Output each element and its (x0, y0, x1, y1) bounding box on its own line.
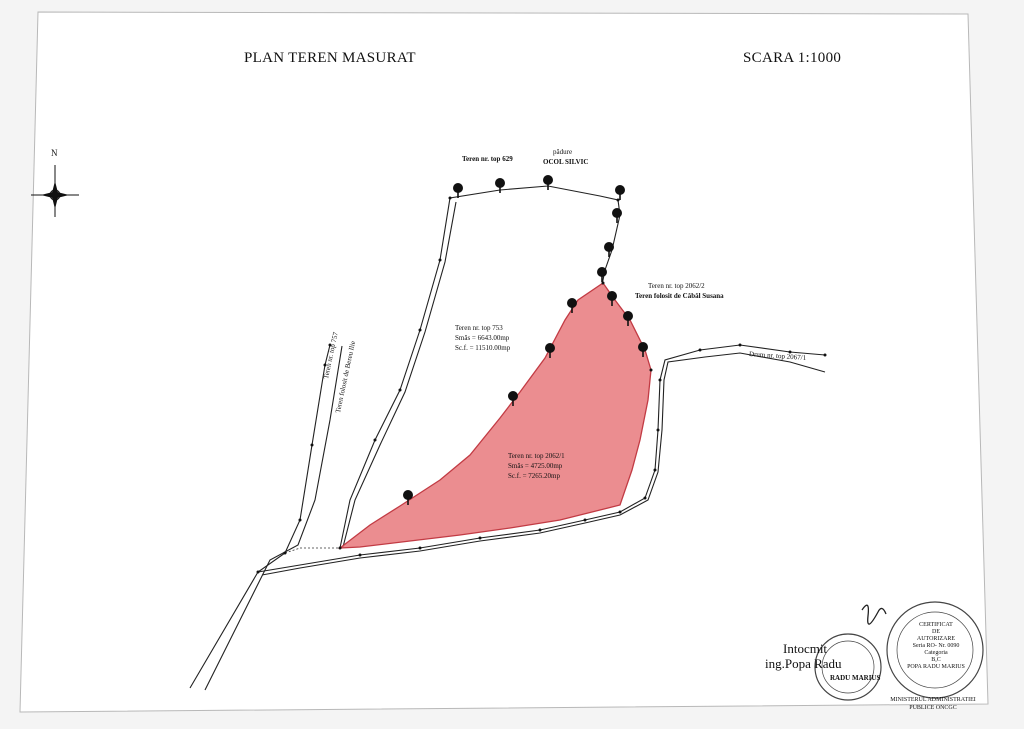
label-plot-753-3: Sc.f. = 11510.00mp (455, 344, 511, 352)
stamp-right-line: Categoria (924, 650, 948, 656)
stamp-right-line: Seria RO- Nr. 0090 (912, 643, 960, 649)
label-plot-2062-1-1: Teren nr. top 2062/1 (508, 452, 565, 460)
stamp-right-ring-text: MINISTERUL ADMINISTRATIEI PUBLICE ONCGC (890, 697, 976, 711)
label-plot-753-2: Smăs = 6643.00mp (455, 334, 510, 342)
plan-title: PLAN TEREN MASURAT (244, 50, 416, 66)
signature-line-2: ing.Popa Radu (765, 656, 842, 671)
label-plot-753-1: Teren nr. top 753 (455, 324, 503, 332)
label-forest-name-2: OCOL SILVIC (543, 158, 589, 166)
stamp-left-text: RADU MARIUS (830, 674, 881, 682)
tree-icons (403, 175, 648, 505)
stamp-left (814, 633, 882, 701)
stamp-right-line: AUTORIZARE (916, 636, 956, 642)
dashed-lines (284, 547, 340, 554)
stamp-right-line: B,C (931, 657, 941, 663)
label-plot-2062-1-2: Smăs = 4725.00mp (508, 462, 563, 470)
label-plot-2062-1-3: Sc.f. = 7265.20mp (508, 472, 560, 480)
label-forest-name-1: pădure (553, 148, 573, 156)
compass-rose-icon (31, 165, 79, 217)
stamp-right-text: CERTIFICAT DE AUTORIZARE Seria RO- Nr. 0… (905, 622, 967, 671)
paper-frame (19, 11, 989, 713)
scale-label: SCARA 1:1000 (743, 50, 842, 66)
label-plot-2062-2-2: Teren folosit de Căbăl Susana (635, 292, 724, 300)
north-label: N (51, 148, 58, 158)
stamp-right (886, 601, 984, 699)
label-plot-2062-2-1: Teren nr. top 2062/2 (648, 282, 705, 290)
stamp-right-line: DE (932, 629, 940, 635)
signature-line-1: Intocmit (783, 641, 828, 656)
stamp-right-line: CERTIFICAT (919, 622, 953, 628)
parcel-2062-1-highlight[interactable] (337, 282, 652, 549)
signature-scribble (861, 604, 887, 625)
vertex-points (256, 196, 827, 574)
stamp-right-line: POPA RADU MARIUS (907, 664, 965, 670)
label-forest-top: Teren nr. top 629 (462, 155, 513, 163)
